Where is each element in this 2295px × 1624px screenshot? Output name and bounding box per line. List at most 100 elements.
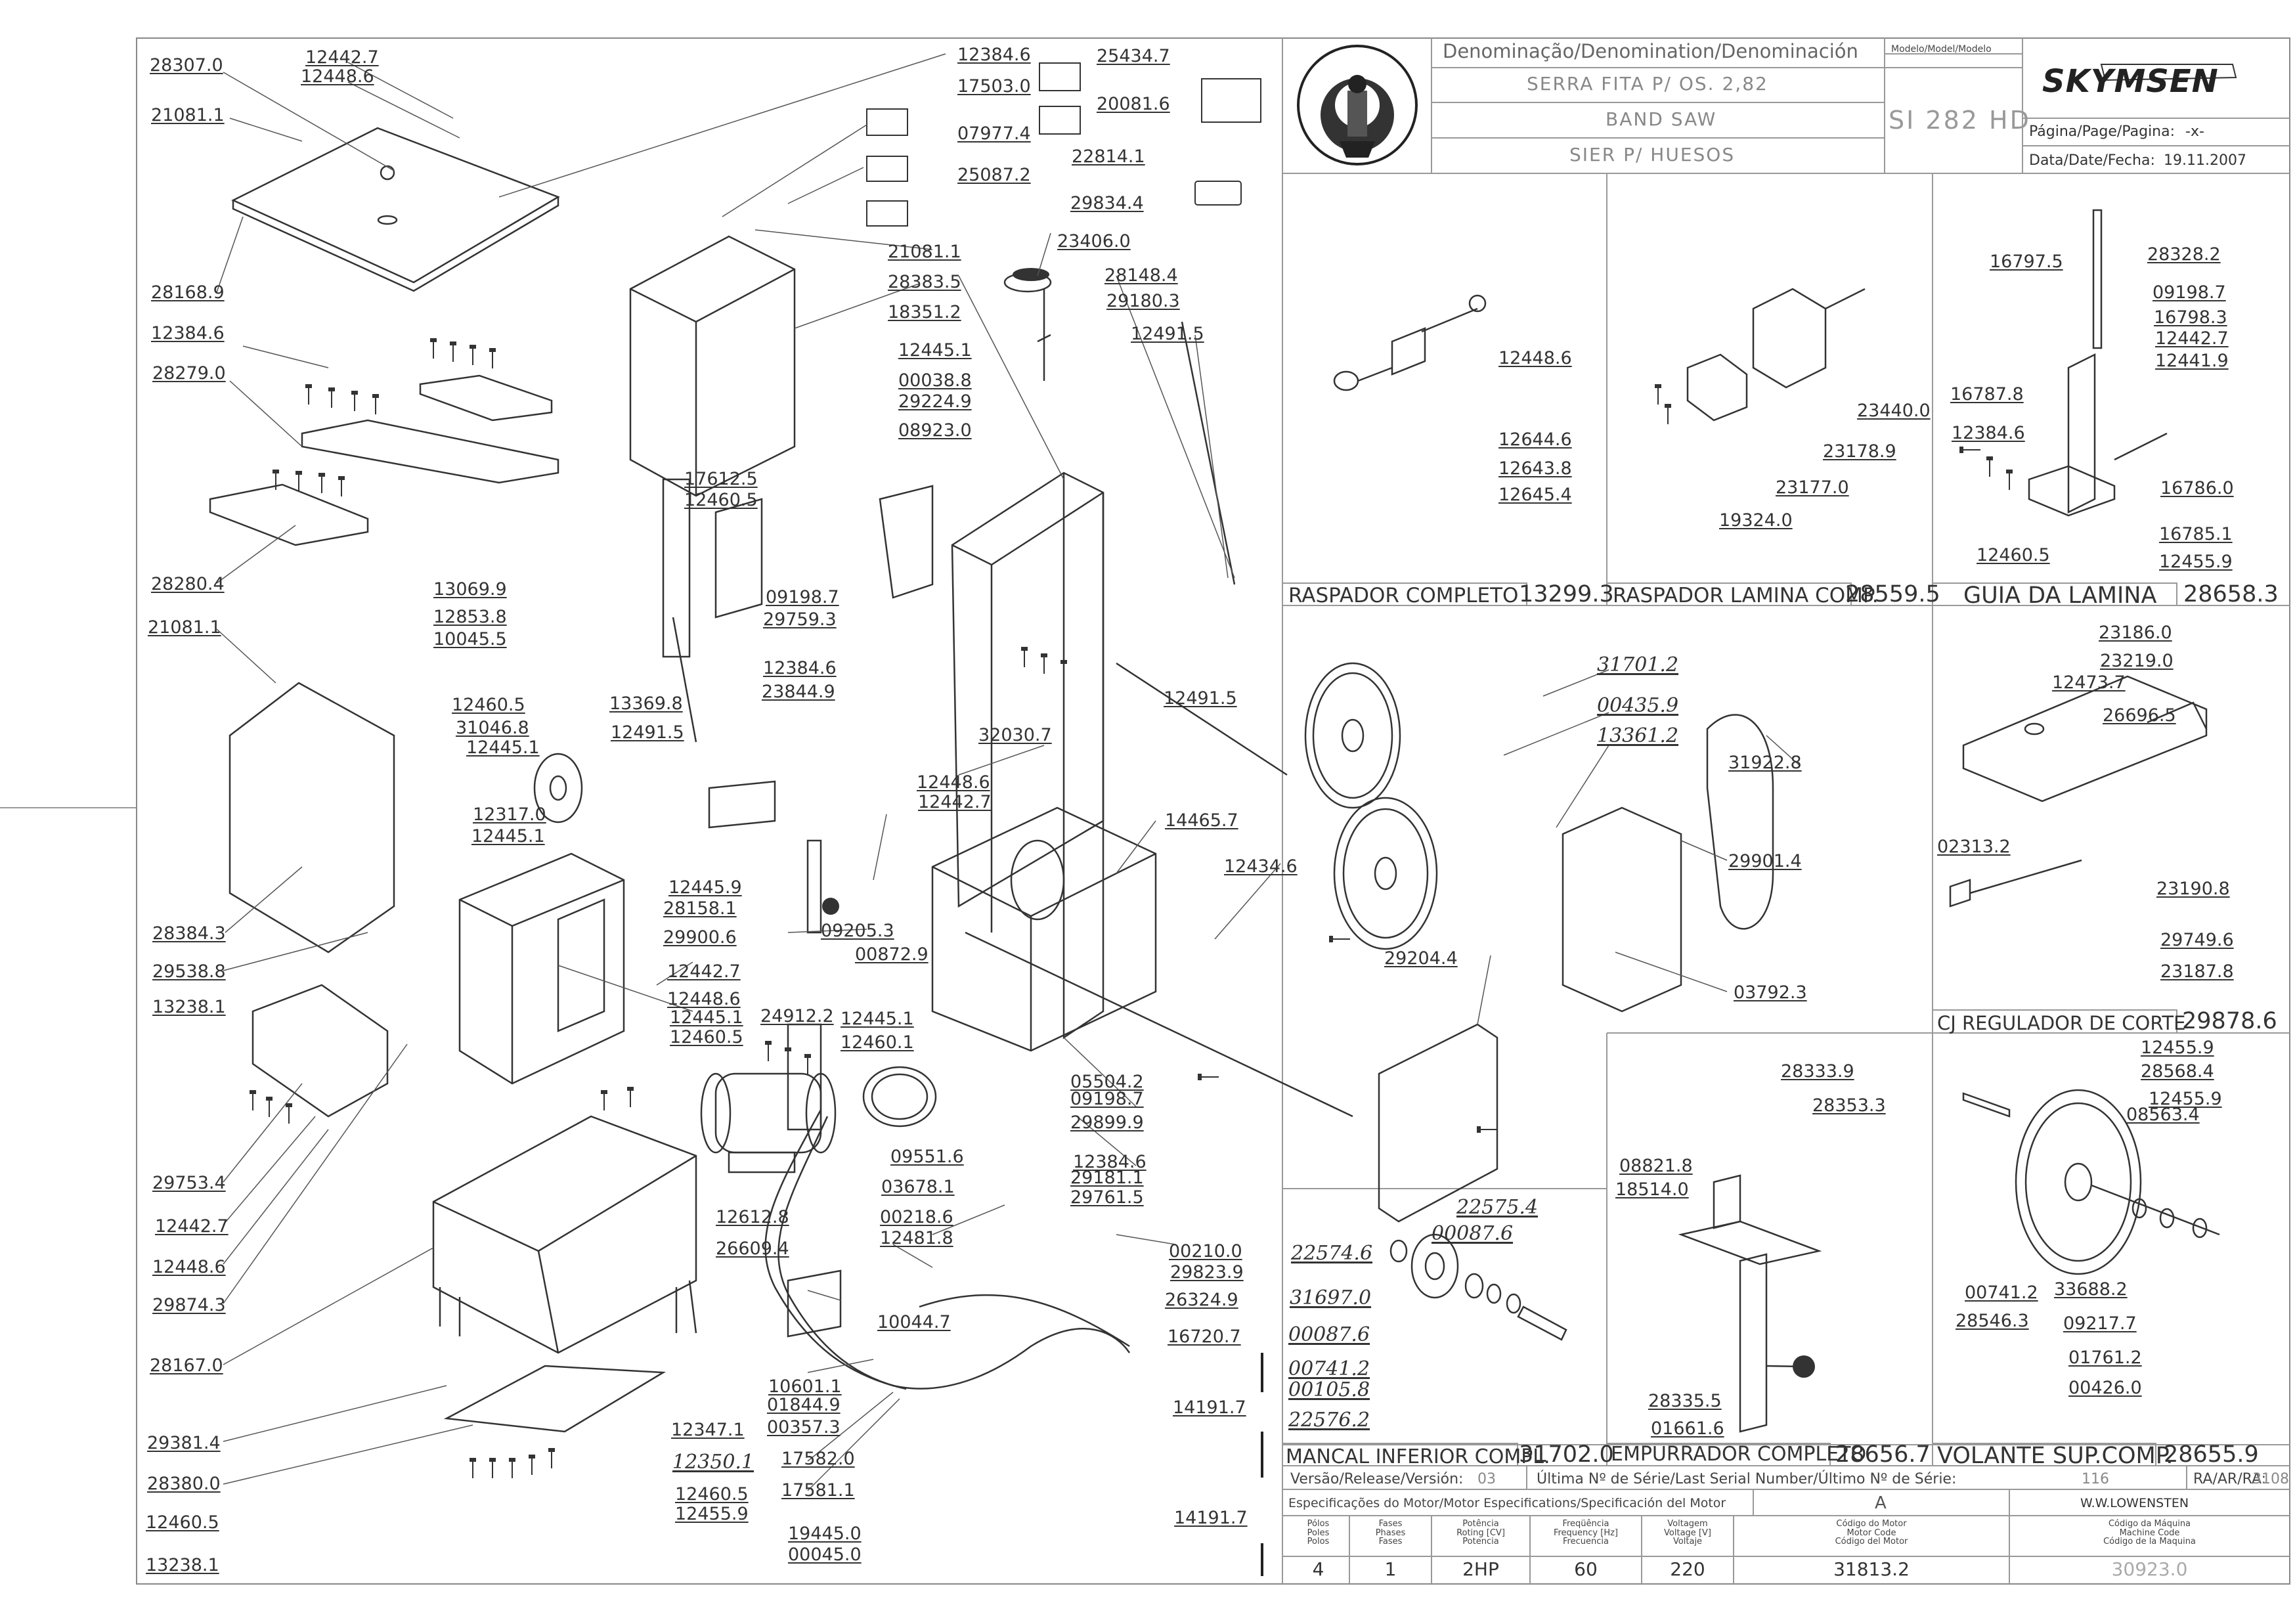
part-number-label: 28307.0 [150, 55, 223, 76]
part-number-label: 02313.2 [1937, 837, 2011, 857]
part-number-label: 12853.8 [433, 607, 507, 627]
part-number-label: 12445.1 [471, 826, 545, 846]
version-label: Versão/Release/Versión: [1290, 1471, 1464, 1487]
part-number-label: 28384.3 [152, 923, 226, 944]
part-number-label: 10045.5 [433, 629, 507, 649]
spec-value: 60 [1574, 1558, 1598, 1580]
part-number-label: 29381.4 [147, 1433, 221, 1453]
part-number-label: 19445.0 [788, 1524, 862, 1544]
part-number-label: 13238.1 [152, 997, 226, 1017]
part-number-label: 09198.7 [1070, 1089, 1144, 1109]
part-number-label: 12455.9 [2141, 1038, 2214, 1058]
part-number-label: 29538.8 [152, 961, 226, 982]
part-number-label: 16785.1 [2159, 524, 2233, 544]
name-es: SIER P/ HUESOS [1569, 144, 1736, 165]
part-number-label: 12448.6 [917, 772, 990, 793]
part-number-label: 25434.7 [1097, 46, 1170, 66]
part-number-label: 22575.4 [1456, 1196, 1539, 1219]
part-number-label: 28568.4 [2141, 1061, 2214, 1082]
part-number-label: 12317.0 [473, 804, 546, 825]
part-number-label: 17581.1 [781, 1480, 855, 1501]
caption-guia: GUIA DA LAMINA [1963, 582, 2157, 609]
revision-value: A [1875, 1493, 1887, 1513]
part-number-label: 08821.8 [1619, 1156, 1693, 1176]
part-number-label: 09198.7 [2153, 282, 2226, 303]
code-mancal: 31702.0 [1519, 1441, 1614, 1468]
part-number-label: 00087.6 [1432, 1222, 1514, 1245]
part-number-label: 13238.1 [146, 1555, 219, 1575]
part-number-label: 12442.7 [2155, 328, 2229, 349]
part-number-label: 13369.8 [609, 693, 683, 714]
part-number-label: 12445.1 [898, 340, 972, 361]
part-number-label: 21081.1 [888, 242, 961, 262]
part-number-label: 29874.3 [152, 1295, 226, 1315]
part-number-label: 08923.0 [898, 420, 972, 441]
part-number-label: 25087.2 [957, 165, 1031, 185]
part-number-label: 12460.5 [452, 695, 525, 715]
fasteners [249, 338, 2013, 1479]
spec-value: 1 [1384, 1558, 1397, 1580]
spec-value: 31813.2 [1833, 1558, 1910, 1580]
part-number-label: 29204.4 [1384, 948, 1458, 969]
part-number-label: 12442.7 [918, 792, 992, 812]
part-number-label: 09198.7 [766, 587, 839, 607]
part-number-label: 29901.4 [1728, 851, 1802, 871]
part-number-label: 12442.7 [155, 1216, 229, 1237]
part-number-label: 12644.6 [1498, 429, 1572, 450]
part-number-label: 10601.1 [768, 1376, 842, 1397]
part-number-label: 23178.9 [1823, 441, 1896, 462]
part-number-label: 29759.3 [763, 609, 837, 630]
part-number-label: 12448.6 [1498, 348, 1572, 368]
part-number-label: 23186.0 [2099, 623, 2172, 643]
code-regulador: 29878.6 [2182, 1008, 2277, 1034]
part-number-label: 00435.9 [1597, 694, 1679, 717]
part-number-label: 12473.7 [2052, 672, 2126, 693]
part-number-label: 00210.0 [1169, 1241, 1242, 1262]
part-number-label: 29181.1 [1070, 1168, 1144, 1188]
part-number-label: 18351.2 [888, 302, 961, 322]
part-number-label: 28279.0 [152, 363, 226, 384]
part-number-label: 00872.9 [855, 944, 929, 965]
part-number-label: 29753.4 [152, 1173, 226, 1193]
part-number-label: 09551.6 [890, 1147, 964, 1167]
part-number-label: 12460.1 [841, 1032, 914, 1053]
part-number-label: 12460.5 [146, 1512, 219, 1533]
company-name: W.W.LOWENSTEN [2080, 1496, 2189, 1510]
part-number-label: 12455.9 [2159, 552, 2233, 572]
part-number-label: 08563.4 [2126, 1105, 2200, 1125]
part-number-label: 12645.4 [1498, 485, 1572, 505]
page-value: -x- [2185, 123, 2204, 140]
name-en: BAND SAW [1606, 108, 1717, 130]
ra-label: RA/AR/RA: [2193, 1471, 2267, 1487]
part-number-label: 00087.6 [1288, 1323, 1370, 1346]
part-number-label: 29180.3 [1106, 291, 1180, 311]
caption-mancal: MANCAL INFERIOR COMPL. [1286, 1445, 1550, 1468]
part-number-label: 31697.0 [1290, 1286, 1372, 1309]
part-number-label: 23219.0 [2100, 651, 2174, 671]
part-number-label: 12384.6 [1073, 1152, 1147, 1172]
part-number-label: 12460.5 [1977, 545, 2050, 565]
part-number-label: 23190.8 [2156, 879, 2230, 899]
code-guia: 28658.3 [2183, 581, 2279, 607]
spec-value: 30923.0 [2111, 1558, 2188, 1580]
part-number-label: 01661.6 [1651, 1418, 1724, 1439]
part-number-label: 19324.0 [1719, 510, 1793, 531]
part-number-label: 26609.4 [716, 1239, 789, 1259]
serial-value: 116 [2082, 1471, 2109, 1487]
part-number-label: 22814.1 [1072, 146, 1145, 167]
part-number-label: 00105.8 [1288, 1378, 1370, 1401]
part-number-label: 31701.2 [1597, 653, 1679, 676]
part-number-label: 16720.7 [1168, 1327, 1241, 1347]
part-number-label: 14191.7 [1173, 1397, 1246, 1418]
part-number-label: 18514.0 [1615, 1179, 1689, 1200]
part-number-label: 12455.9 [2149, 1089, 2222, 1109]
part-number-label: 20081.6 [1097, 94, 1170, 114]
part-number-label: 28383.5 [888, 272, 961, 292]
part-number-label: 14465.7 [1165, 810, 1238, 831]
part-number-label: 00357.3 [767, 1417, 841, 1437]
